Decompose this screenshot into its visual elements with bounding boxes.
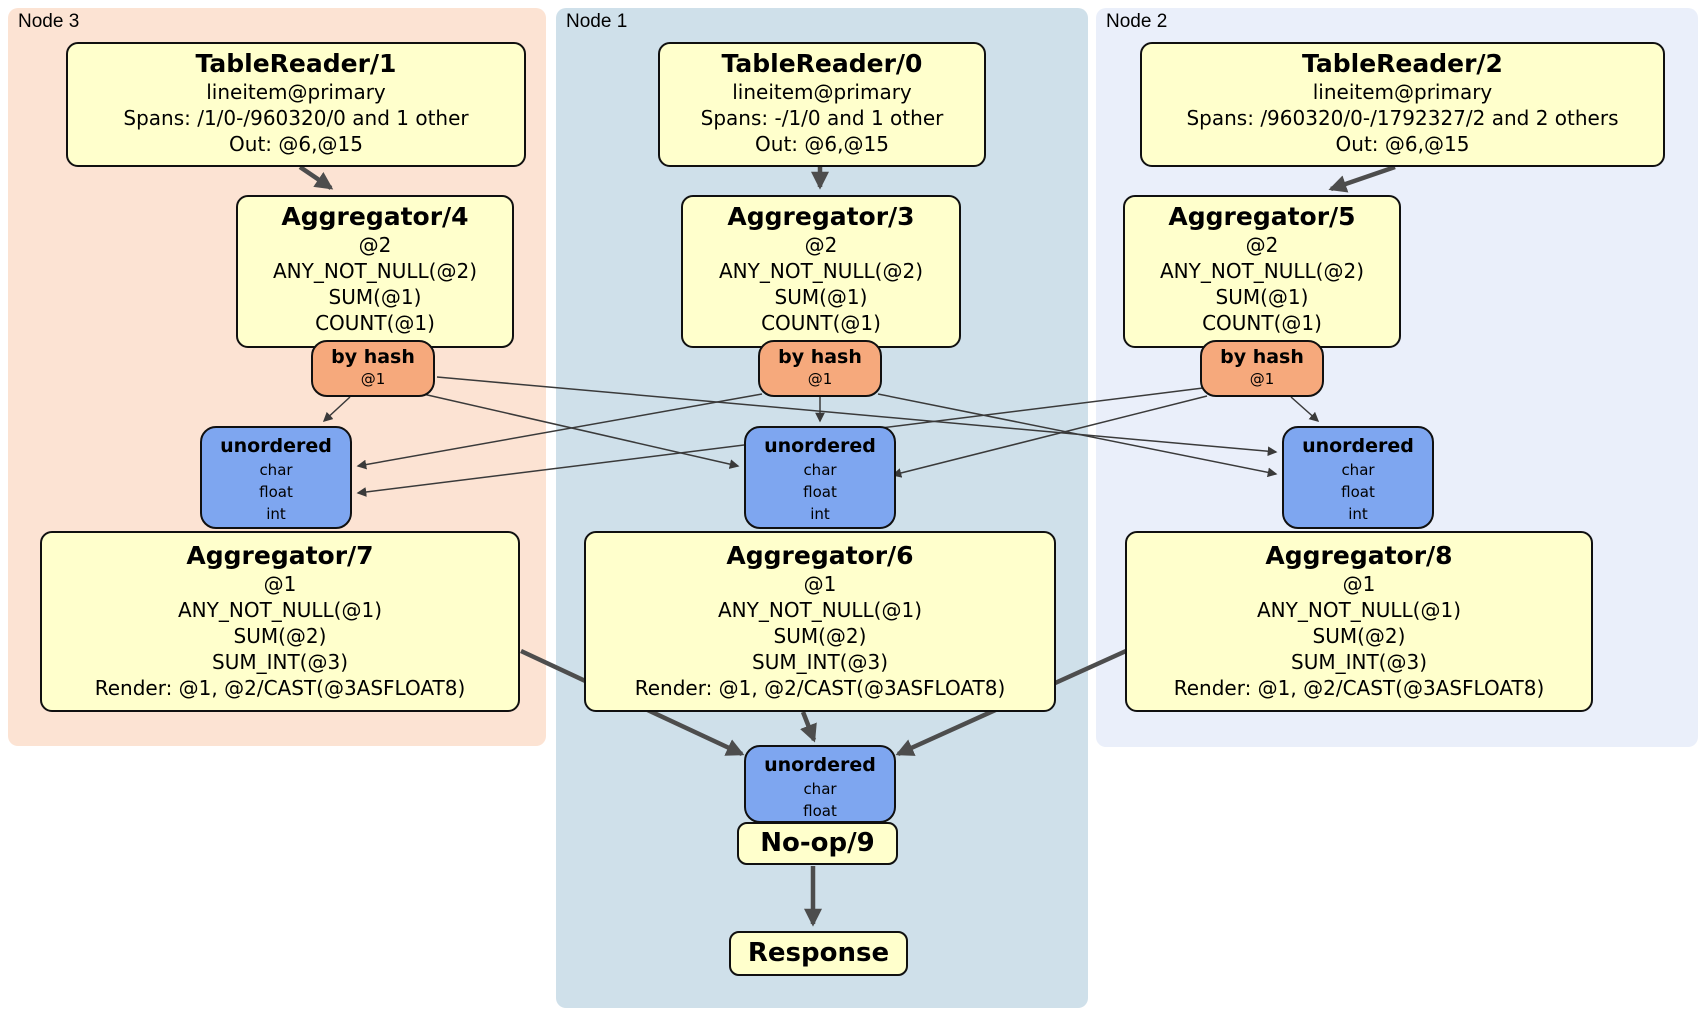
processor-aggregator-7: Aggregator/7 @1 ANY_NOT_NULL(@1) SUM(@2)…	[40, 531, 520, 712]
processor-aggregator-4: Aggregator/4 @2 ANY_NOT_NULL(@2) SUM(@1)…	[236, 195, 514, 348]
router-by-hash-4: by hash @1	[311, 340, 435, 397]
edge-bh4-un6	[422, 393, 740, 469]
edge-bh3-un7	[356, 393, 763, 470]
processor-tablereader-1: TableReader/1 lineitem@primary Spans: /1…	[66, 42, 526, 167]
edge-bh5-un6	[891, 395, 1208, 478]
sync-unordered-6: unordered char float int	[744, 426, 896, 529]
processor-noop-9: No-op/9	[737, 822, 898, 865]
edge-bh3-un8	[877, 393, 1278, 478]
processor-tablereader-0: TableReader/0 lineitem@primary Spans: -/…	[658, 42, 986, 167]
sync-unordered-final: unordered char float	[744, 745, 896, 823]
edge-bh4-un7	[322, 396, 351, 422]
edge-bh5-un8	[1290, 396, 1320, 422]
processor-aggregator-3: Aggregator/3 @2 ANY_NOT_NULL(@2) SUM(@1)…	[681, 195, 961, 348]
response-node: Response	[729, 931, 908, 976]
sync-unordered-7: unordered char float int	[200, 426, 352, 529]
node3-label: Node 3	[18, 11, 80, 32]
router-by-hash-5: by hash @1	[1200, 340, 1324, 397]
node1-label: Node 1	[566, 11, 628, 32]
edge-tr2-agg5	[1328, 164, 1396, 193]
processor-aggregator-6: Aggregator/6 @1 ANY_NOT_NULL(@1) SUM(@2)…	[584, 531, 1056, 712]
processor-aggregator-5: Aggregator/5 @2 ANY_NOT_NULL(@2) SUM(@1)…	[1123, 195, 1401, 348]
edge-bh4-un8	[436, 376, 1278, 457]
processor-tablereader-2: TableReader/2 lineitem@primary Spans: /9…	[1140, 42, 1665, 167]
edge-tr1-agg4	[298, 165, 334, 190]
node2-label: Node 2	[1106, 11, 1168, 32]
processor-aggregator-8: Aggregator/8 @1 ANY_NOT_NULL(@1) SUM(@2)…	[1125, 531, 1593, 712]
edge-agg6-unordered	[800, 711, 817, 743]
sync-unordered-8: unordered char float int	[1282, 426, 1434, 529]
router-by-hash-3: by hash @1	[758, 340, 882, 397]
